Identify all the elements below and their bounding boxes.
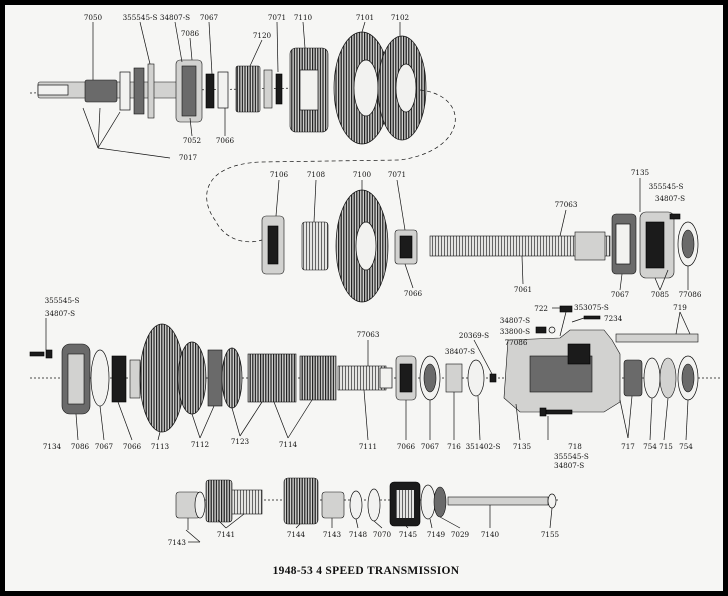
input-shaft-assembly bbox=[29, 31, 456, 243]
part-label: 7144 bbox=[287, 530, 306, 539]
part-label: 77063 bbox=[357, 330, 380, 339]
part-label: 722 bbox=[534, 304, 548, 313]
part-label: 34807-S bbox=[160, 13, 190, 22]
part-label: 7066 bbox=[404, 289, 423, 298]
gear-7113 bbox=[139, 323, 185, 433]
leader-lines bbox=[45, 21, 691, 543]
part-label: 34807-S bbox=[655, 194, 685, 203]
part-label: 7071 bbox=[388, 170, 406, 179]
part-label: 7114 bbox=[279, 440, 298, 449]
gear-7141 bbox=[205, 479, 233, 523]
part-label: 7086 bbox=[181, 29, 200, 38]
part-label: 7143 bbox=[323, 530, 342, 539]
part-label: 7067 bbox=[95, 442, 114, 451]
reverse-gear-assembly bbox=[175, 477, 560, 527]
part-label: 754 bbox=[643, 442, 657, 451]
part-label: 7108 bbox=[307, 170, 326, 179]
shaft-719 bbox=[615, 333, 699, 343]
part-label: 7070 bbox=[373, 530, 392, 539]
part-label: 7067 bbox=[200, 13, 219, 22]
part-label: 7061 bbox=[514, 285, 532, 294]
part-label: 715 bbox=[659, 442, 673, 451]
part-label: 77086 bbox=[679, 290, 702, 299]
part-label: 7029 bbox=[451, 530, 470, 539]
countershaft-assembly bbox=[261, 189, 699, 303]
part-label: 7100 bbox=[353, 170, 372, 179]
part-label: 355545-S bbox=[649, 182, 684, 191]
shaft-7140 bbox=[447, 496, 549, 506]
part-label: 7148 bbox=[349, 530, 368, 539]
part-label: 7071 bbox=[268, 13, 286, 22]
part-label: 7141 bbox=[217, 530, 235, 539]
part-label: 353075-S bbox=[574, 303, 609, 312]
part-label: 7120 bbox=[253, 31, 272, 40]
part-label: 7106 bbox=[270, 170, 289, 179]
cluster-assembly bbox=[29, 305, 720, 433]
part-label: 7066 bbox=[123, 442, 142, 451]
part-label: 355545-S bbox=[45, 296, 80, 305]
part-label: 7066 bbox=[216, 136, 235, 145]
part-label: 34807-S bbox=[45, 309, 75, 318]
part-label: 7067 bbox=[611, 290, 630, 299]
bearing-7108 bbox=[301, 221, 329, 271]
part-label: 77086 bbox=[505, 338, 528, 347]
part-label: 7066 bbox=[397, 442, 416, 451]
diagram-sheet: 7050 355545-S 34807-S 7067 7086 7071 711… bbox=[5, 5, 723, 591]
exploded-view-drawing: 7050 355545-S 34807-S 7067 7086 7071 711… bbox=[29, 13, 720, 577]
part-label: 34807-S bbox=[500, 316, 530, 325]
part-label: 7067 bbox=[421, 442, 440, 451]
part-label: 355545-S bbox=[554, 452, 589, 461]
mainshaft-7061 bbox=[429, 235, 611, 257]
part-label: 7017 bbox=[179, 153, 198, 162]
part-label: 34807-S bbox=[554, 461, 584, 470]
part-label: 7111 bbox=[359, 442, 377, 451]
part-label: 77063 bbox=[555, 200, 578, 209]
part-label: 7086 bbox=[71, 442, 90, 451]
part-label: 7135 bbox=[513, 442, 532, 451]
part-label: 716 bbox=[447, 442, 461, 451]
part-label: 351402-S bbox=[466, 442, 501, 451]
part-label: 7050 bbox=[84, 13, 103, 22]
part-label: 7085 bbox=[651, 290, 670, 299]
gear-7112 bbox=[177, 341, 207, 415]
part-label: 7113 bbox=[151, 442, 170, 451]
part-label: 7101 bbox=[356, 13, 374, 22]
part-label: 7143 bbox=[168, 538, 187, 547]
part-label: 7149 bbox=[427, 530, 446, 539]
part-label: 717 bbox=[621, 442, 635, 451]
gear-7144 bbox=[283, 477, 319, 525]
part-label: 719 bbox=[673, 303, 687, 312]
part-label: 7102 bbox=[391, 13, 409, 22]
part-label: 7155 bbox=[541, 530, 560, 539]
synchro-7123 bbox=[247, 353, 297, 403]
part-label: 7110 bbox=[294, 13, 313, 22]
part-label: 7112 bbox=[191, 440, 209, 449]
part-label: 7123 bbox=[231, 437, 250, 446]
part-label: 7134 bbox=[43, 442, 62, 451]
part-label: 718 bbox=[568, 442, 582, 451]
part-label: 355545-S bbox=[123, 13, 158, 22]
diagram-title: 1948-53 4 SPEED TRANSMISSION bbox=[273, 565, 460, 577]
part-label: 7234 bbox=[604, 314, 623, 323]
part-label: 7052 bbox=[183, 136, 201, 145]
shaft-7111 bbox=[337, 365, 387, 391]
part-label: 38407-S bbox=[445, 347, 475, 356]
part-label: 20369-S bbox=[459, 331, 489, 340]
part-label: 7145 bbox=[399, 530, 418, 539]
part-label: 7135 bbox=[631, 168, 650, 177]
part-label: 33800-S bbox=[500, 327, 530, 336]
gear-7120 bbox=[235, 65, 261, 113]
part-labels: 7050 355545-S 34807-S 7067 7086 7071 711… bbox=[43, 13, 702, 547]
part-label: 754 bbox=[679, 442, 693, 451]
part-label: 7140 bbox=[481, 530, 500, 539]
